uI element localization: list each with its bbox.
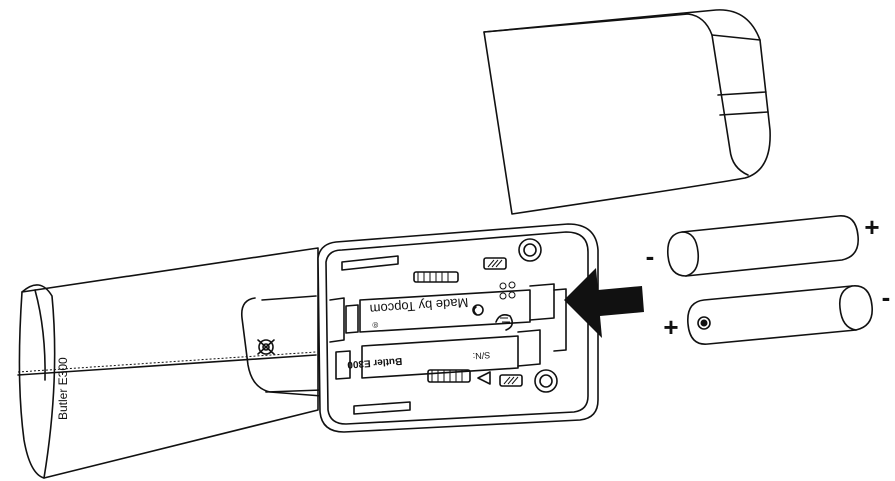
battery-compartment: Made by Topcom ® Butler E300 S/N: <box>317 223 599 433</box>
battery-bottom-positive-sign: + <box>663 312 678 342</box>
handset-body: Butler E300 <box>17 247 323 479</box>
battery-top-positive-sign: + <box>864 212 879 242</box>
battery-top: - + <box>646 212 880 277</box>
battery-bottom-negative-sign: - <box>882 282 891 312</box>
battery-bottom: + - <box>663 282 891 345</box>
insert-direction-arrow <box>564 268 644 338</box>
battery-cover <box>483 9 771 215</box>
battery-top-negative-sign: - <box>646 241 655 271</box>
compartment-serial-label: S/N: <box>472 350 490 361</box>
handset-model-label: Butler E300 <box>56 357 70 420</box>
compartment-made-by-label: Made by Topcom <box>369 295 469 317</box>
compartment-model-label: Butler E300 <box>346 355 402 370</box>
compartment-registered-mark: ® <box>372 320 379 329</box>
